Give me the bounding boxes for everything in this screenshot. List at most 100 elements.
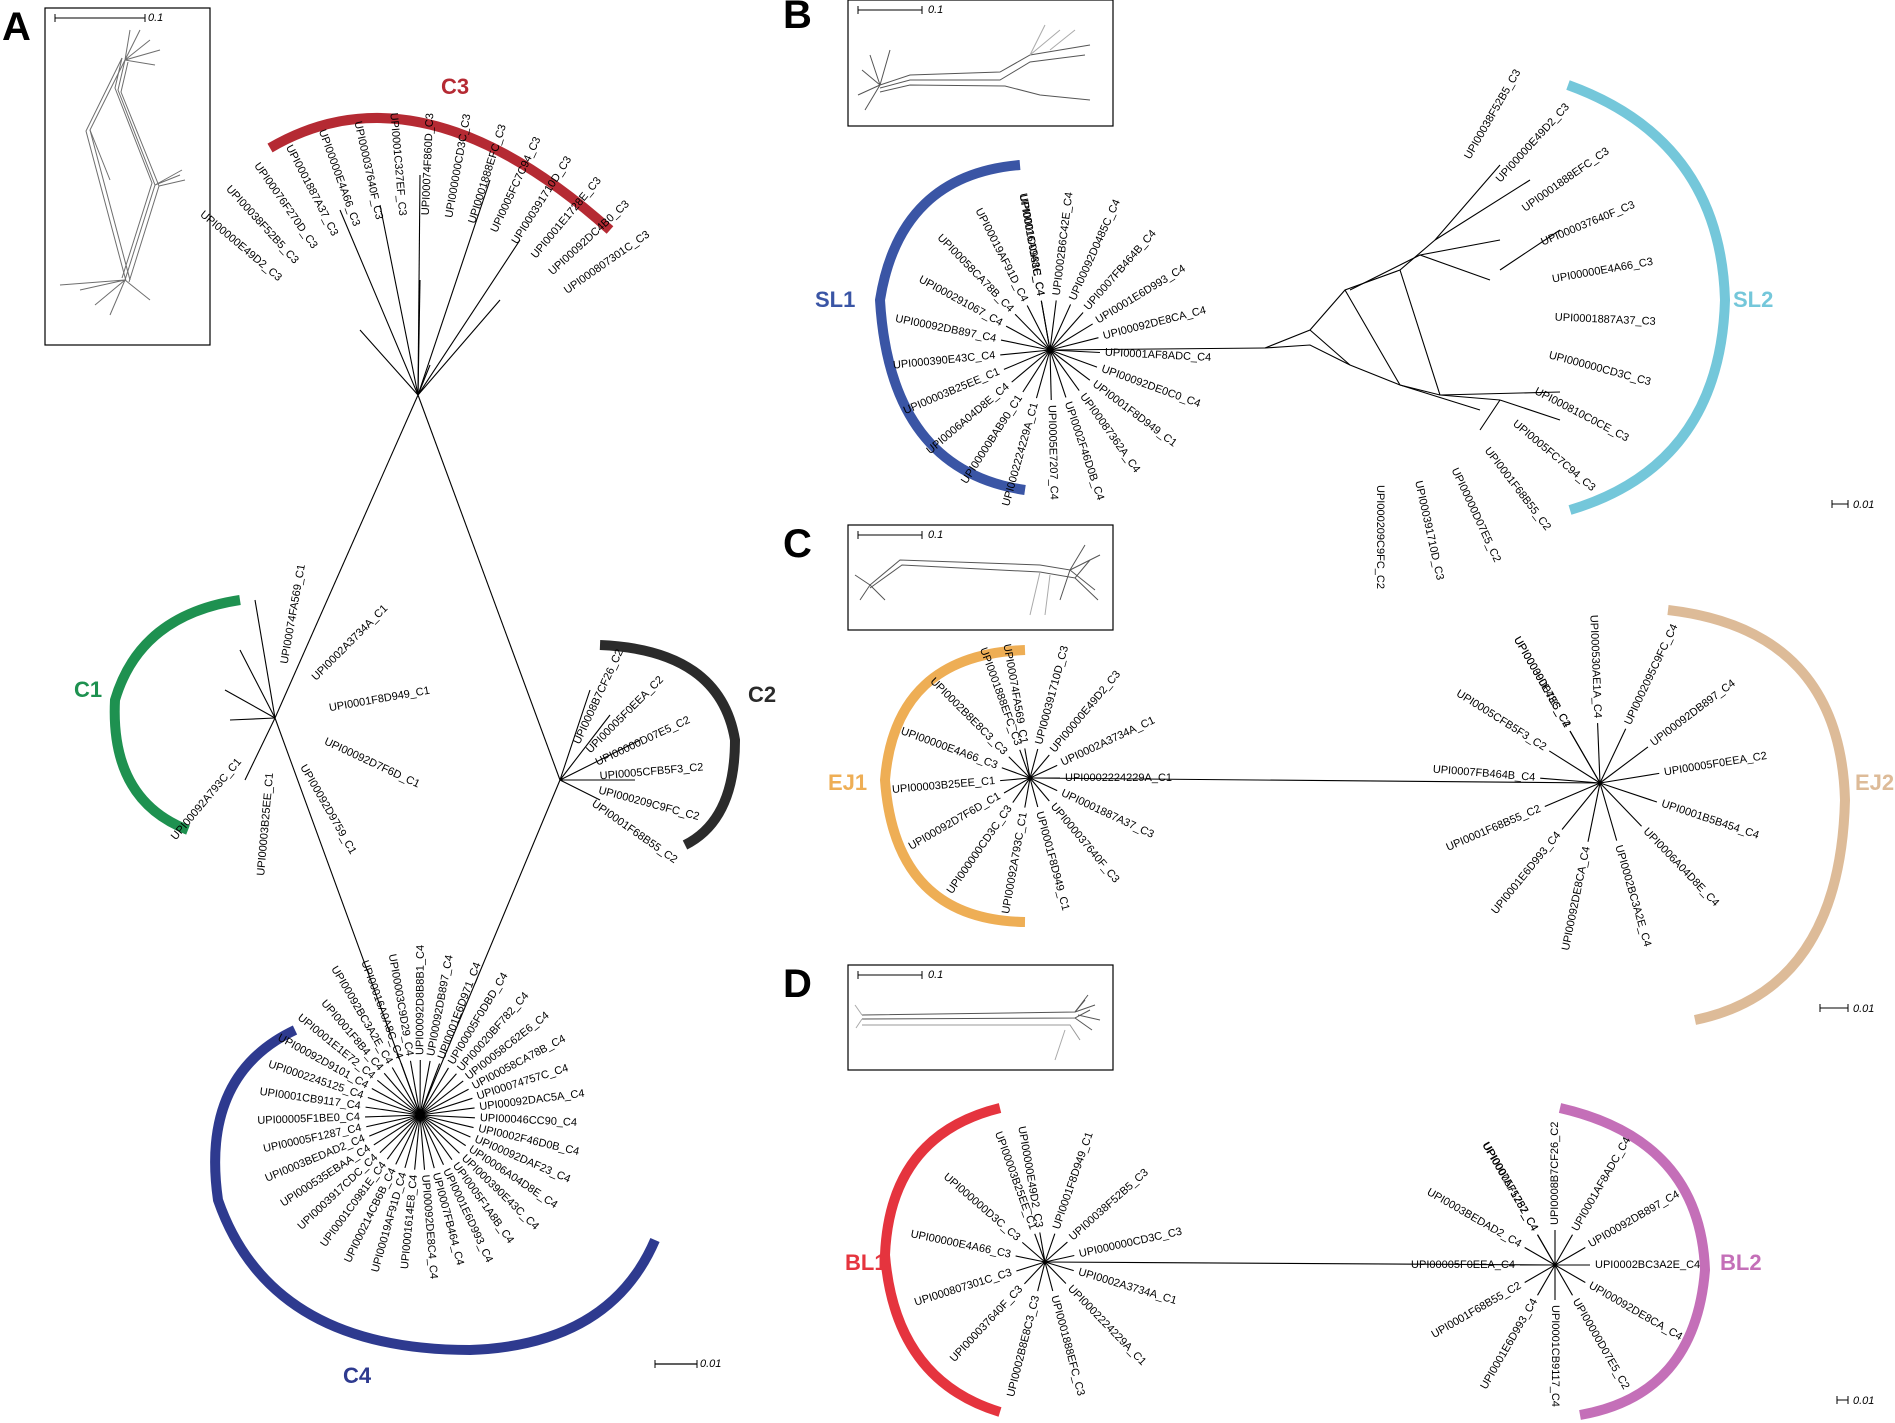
tip-branch <box>419 1114 426 1170</box>
tip-branch <box>367 1096 421 1116</box>
leaf-label: UPI00074FA569_C1 <box>279 563 308 664</box>
leaf-label: UPI0001C327EF_C3 <box>387 112 408 216</box>
tip-branch <box>366 1114 421 1128</box>
leaf-label: UPI0001F68B55_C2 <box>1482 445 1553 533</box>
tip-branch <box>1044 1254 1075 1263</box>
tip-branch <box>1599 728 1627 784</box>
tip-branch <box>369 1114 421 1137</box>
tree-branches-c <box>1000 723 1660 842</box>
clade-arc-ej1 <box>879 645 1026 927</box>
inset-scale-label-c: 0.1 <box>928 529 943 541</box>
inset-scale-label-a: 0.1 <box>148 12 163 24</box>
leaf-label: UPI000037640F_C3 <box>352 120 385 221</box>
tip-branch <box>1024 1261 1046 1285</box>
tip-branch <box>1029 777 1050 802</box>
clade-arc-ej2 <box>1667 605 1851 1025</box>
leaf-label: UPI00074F860D_C3 <box>420 113 436 216</box>
tip-branch <box>1008 756 1031 779</box>
tree-branches-a <box>224 174 641 1170</box>
leaf-label: UPI00000E4A66_C3 <box>1551 256 1654 286</box>
tip-branch <box>386 1114 421 1160</box>
clade-label-c2: C2 <box>748 682 776 707</box>
inset-network-a: 0.1 <box>44 7 211 346</box>
tip-branch <box>1044 1261 1067 1284</box>
tip-branch <box>365 1106 421 1116</box>
leaf-label: UPI0005E7207_C4 <box>1045 405 1059 500</box>
tip-branch <box>1049 349 1100 354</box>
tip-branch <box>419 1114 453 1161</box>
clade-arc-bl1 <box>879 1103 1002 1417</box>
leaf-label: UPI0001B5B454_C4 <box>1660 798 1761 842</box>
tip-branch <box>419 1060 431 1116</box>
leaf-label: UPI0001F68B55_C2 <box>1444 803 1542 854</box>
tip-branch <box>1019 749 1031 779</box>
scale-bar-b: 0.01 <box>1831 499 1874 511</box>
tip-branch <box>1044 1233 1056 1263</box>
tree-branches-d <box>1015 1230 1590 1300</box>
tip-branch <box>1000 339 1051 351</box>
leaf-label: UPI0001E6D993_C4 <box>1489 829 1563 916</box>
leaf-label: UPI00000D07E5_C2 <box>1511 635 1573 730</box>
tip-branch <box>1001 767 1031 779</box>
clade-arc-c2 <box>599 640 741 850</box>
leaf-label: UPI000209C9FC_C2 <box>1374 485 1386 589</box>
inset-network-c: 0.1 <box>847 524 1114 631</box>
leaf-label: UPI00038F52B5_C3 <box>1462 67 1523 161</box>
tip-branch <box>419 1097 473 1116</box>
leaf-label: UPI00005F0EEA_C4 <box>1411 1259 1515 1271</box>
inset-network-b: 0.1 <box>847 0 1114 127</box>
leaf-label: UPI0005CFB5F3_C2 <box>1454 688 1548 754</box>
tip-branch <box>419 1067 449 1116</box>
clade-arc-bl2 <box>1558 1103 1711 1420</box>
leaf-label: UPI0007FB464B_C4 <box>1432 763 1535 783</box>
tip-branch <box>1599 746 1649 784</box>
tip-branch <box>419 1088 469 1116</box>
tip-branch <box>1037 1261 1046 1292</box>
tip-branch <box>1554 1247 1586 1266</box>
tip-branch <box>1000 777 1031 782</box>
leaf-label: UPI0001F8D949_C1 <box>328 685 431 715</box>
panel-letter-d: D <box>783 962 812 1006</box>
leaf-label: UPI000390E43C_C4 <box>892 349 995 371</box>
tip-branch <box>419 1114 474 1129</box>
scale-label-d: 0.01 <box>1853 1395 1874 1407</box>
leaf-label: UPI00092A793C_C1 <box>1000 811 1030 914</box>
tip-branch <box>1005 325 1051 351</box>
clade-arc-c4 <box>210 1025 660 1356</box>
leaf-label: UPI0005FC7C94_C3 <box>1510 418 1597 494</box>
inset-scale-label-d: 0.1 <box>928 969 943 981</box>
tip-branch <box>419 1114 466 1147</box>
tip-branch <box>1599 772 1660 784</box>
tip-branch <box>365 1114 421 1118</box>
panel-letter-b: B <box>783 0 812 37</box>
leaf-label: UPI00092A793C_C1 <box>169 756 244 842</box>
leaf-label: UPI0001CB9117_C4 <box>1549 1305 1561 1407</box>
leaf-label: UPI00000D07E5_C2 <box>1570 1297 1632 1392</box>
clade-label-ej2: EJ2 <box>1855 770 1894 795</box>
tip-branch <box>1039 1232 1046 1263</box>
scale-label-b: 0.01 <box>1853 499 1874 511</box>
clade-label-sl1: SL1 <box>815 287 855 312</box>
leaf-label: UPI00046CC90_C4 <box>480 1112 578 1129</box>
tip-branch <box>419 1063 441 1116</box>
leaf-label: UPI0002A3734A_C1 <box>310 603 391 684</box>
tip-branch <box>1044 1261 1074 1272</box>
tip-branch <box>1021 1241 1046 1263</box>
leaf-label: UPI000037640F_C3 <box>948 1283 1026 1364</box>
tip-branch <box>1012 777 1031 803</box>
leaf-label: UPI0002BC3A2E_C4 <box>1595 1259 1700 1271</box>
scale-label-c: 0.01 <box>1853 1003 1874 1015</box>
clade-label-c4: C4 <box>343 1363 372 1388</box>
leaf-label: UPI0001888EFC_C3 <box>1520 145 1612 214</box>
tip-branch <box>1016 1261 1046 1272</box>
tip-branch <box>1003 349 1051 370</box>
scale-bar-d: 0.01 <box>1836 1395 1874 1407</box>
tip-branch <box>1548 750 1601 784</box>
tip-branch <box>409 1060 421 1116</box>
leaf-label: UPI00003B25EE_C1 <box>892 775 996 796</box>
